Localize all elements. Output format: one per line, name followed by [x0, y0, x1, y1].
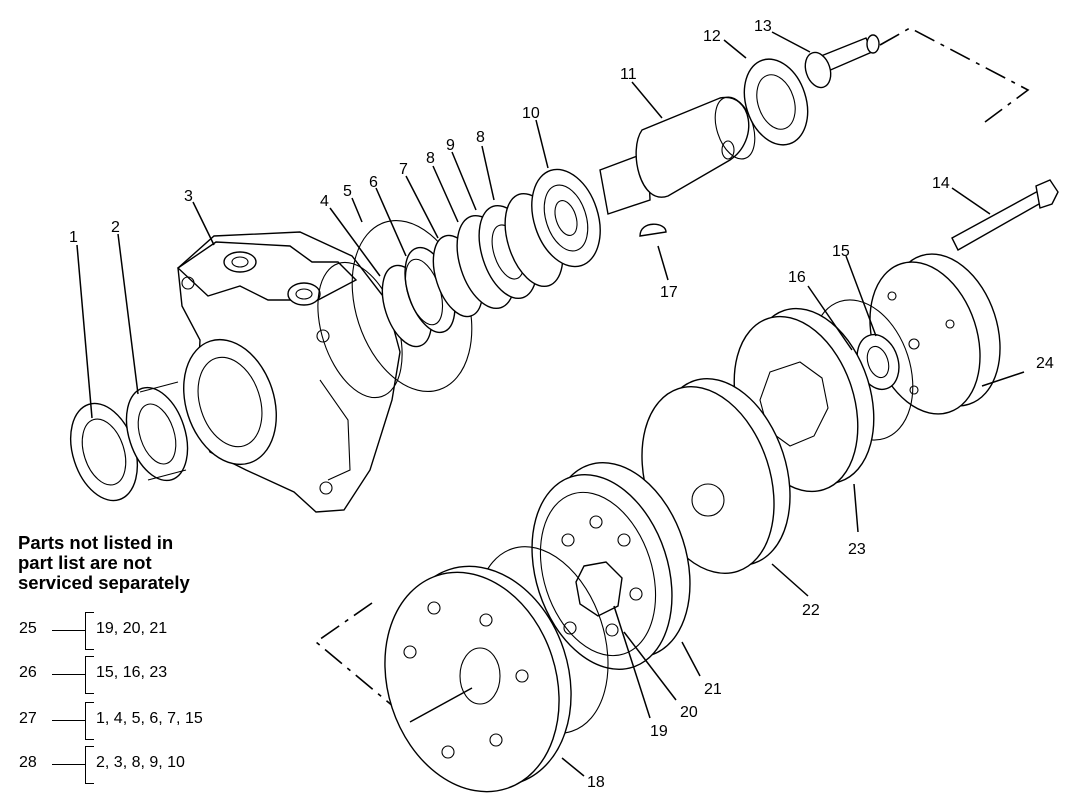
- callout-23: 23: [848, 541, 866, 558]
- part-13-drive-shaft: [804, 34, 880, 89]
- note-line-3: serviced separately: [18, 572, 190, 593]
- part-10-bearing: [531, 168, 601, 268]
- kit-number: 25: [19, 620, 37, 637]
- kit-parts-list: 15, 16, 23: [96, 664, 168, 681]
- kit-number: 26: [19, 664, 37, 681]
- kit-bracket: [85, 746, 94, 784]
- kit-connector-line: [52, 674, 85, 675]
- callout-19: 19: [650, 723, 668, 740]
- kit-connector-line: [52, 720, 85, 721]
- kit-number: 27: [19, 710, 37, 727]
- not-serviced-note: Parts not listed in part list are not se…: [18, 533, 258, 593]
- callout-24: 24: [1036, 355, 1054, 372]
- part-18-end-plate: [384, 546, 609, 793]
- callout-8b: 8: [476, 129, 485, 146]
- kit-bracket: [85, 612, 94, 650]
- part-24-end-cap: [869, 253, 1001, 415]
- part-11-output-shaft: [599, 96, 756, 215]
- note-line-1: Parts not listed in: [18, 532, 174, 553]
- kit-parts-list: 19, 20, 21: [96, 620, 168, 637]
- kit-row: 27 1, 4, 5, 6, 7, 15: [0, 702, 300, 740]
- callout-8a: 8: [426, 150, 435, 167]
- callout-3: 3: [184, 188, 193, 205]
- part-20-valve: [539, 491, 657, 657]
- callout-7: 7: [399, 161, 408, 178]
- callout-20: 20: [680, 704, 698, 721]
- callout-11: 11: [620, 66, 637, 83]
- axis-centerline-upper: [879, 27, 1030, 123]
- kit-row: 28 2, 3, 8, 9, 10: [0, 746, 300, 784]
- part-3-housing: [176, 231, 403, 513]
- callout-2: 2: [111, 219, 120, 236]
- kit-bracket: [85, 702, 94, 740]
- kit-number: 28: [19, 754, 37, 771]
- kit-connector-line: [52, 764, 85, 765]
- callout-4: 4: [320, 193, 329, 210]
- kit-row: 25 19, 20, 21: [0, 612, 300, 650]
- part-2-bearing: [125, 381, 189, 482]
- part-12-bearing: [743, 58, 809, 146]
- kit-row: 26 15, 16, 23: [0, 656, 300, 694]
- callout-15: 15: [832, 243, 850, 260]
- part-19-spline-star: [575, 561, 623, 617]
- leader-lines: [76, 31, 1025, 777]
- axis-centerline-lower: [314, 602, 413, 723]
- callout-5: 5: [343, 183, 352, 200]
- callout-12: 12: [703, 28, 721, 45]
- callout-labels: 1 2 3 4 5 6 7 8 9 8 10 11 12 13 14 15 16…: [69, 18, 1054, 791]
- part-17-key: [639, 223, 667, 237]
- callout-21: 21: [704, 681, 722, 698]
- part-14-bolt: [951, 179, 1059, 251]
- part-22-valve-plate: [641, 378, 791, 574]
- callout-13: 13: [754, 18, 772, 35]
- kit-parts-list: 1, 4, 5, 6, 7, 15: [96, 710, 203, 727]
- kit-connector-line: [52, 630, 85, 631]
- callout-9: 9: [446, 137, 455, 154]
- callout-10: 10: [522, 105, 540, 122]
- kit-parts-list: 2, 3, 8, 9, 10: [96, 754, 185, 771]
- kit-bracket: [85, 656, 94, 694]
- callout-6: 6: [369, 174, 378, 191]
- callout-17: 17: [660, 284, 678, 301]
- callout-14: 14: [932, 175, 950, 192]
- callout-1: 1: [69, 229, 78, 246]
- callout-18: 18: [587, 774, 605, 791]
- callout-22: 22: [802, 602, 820, 619]
- callout-16: 16: [788, 269, 806, 286]
- note-line-2: part list are not: [18, 552, 152, 573]
